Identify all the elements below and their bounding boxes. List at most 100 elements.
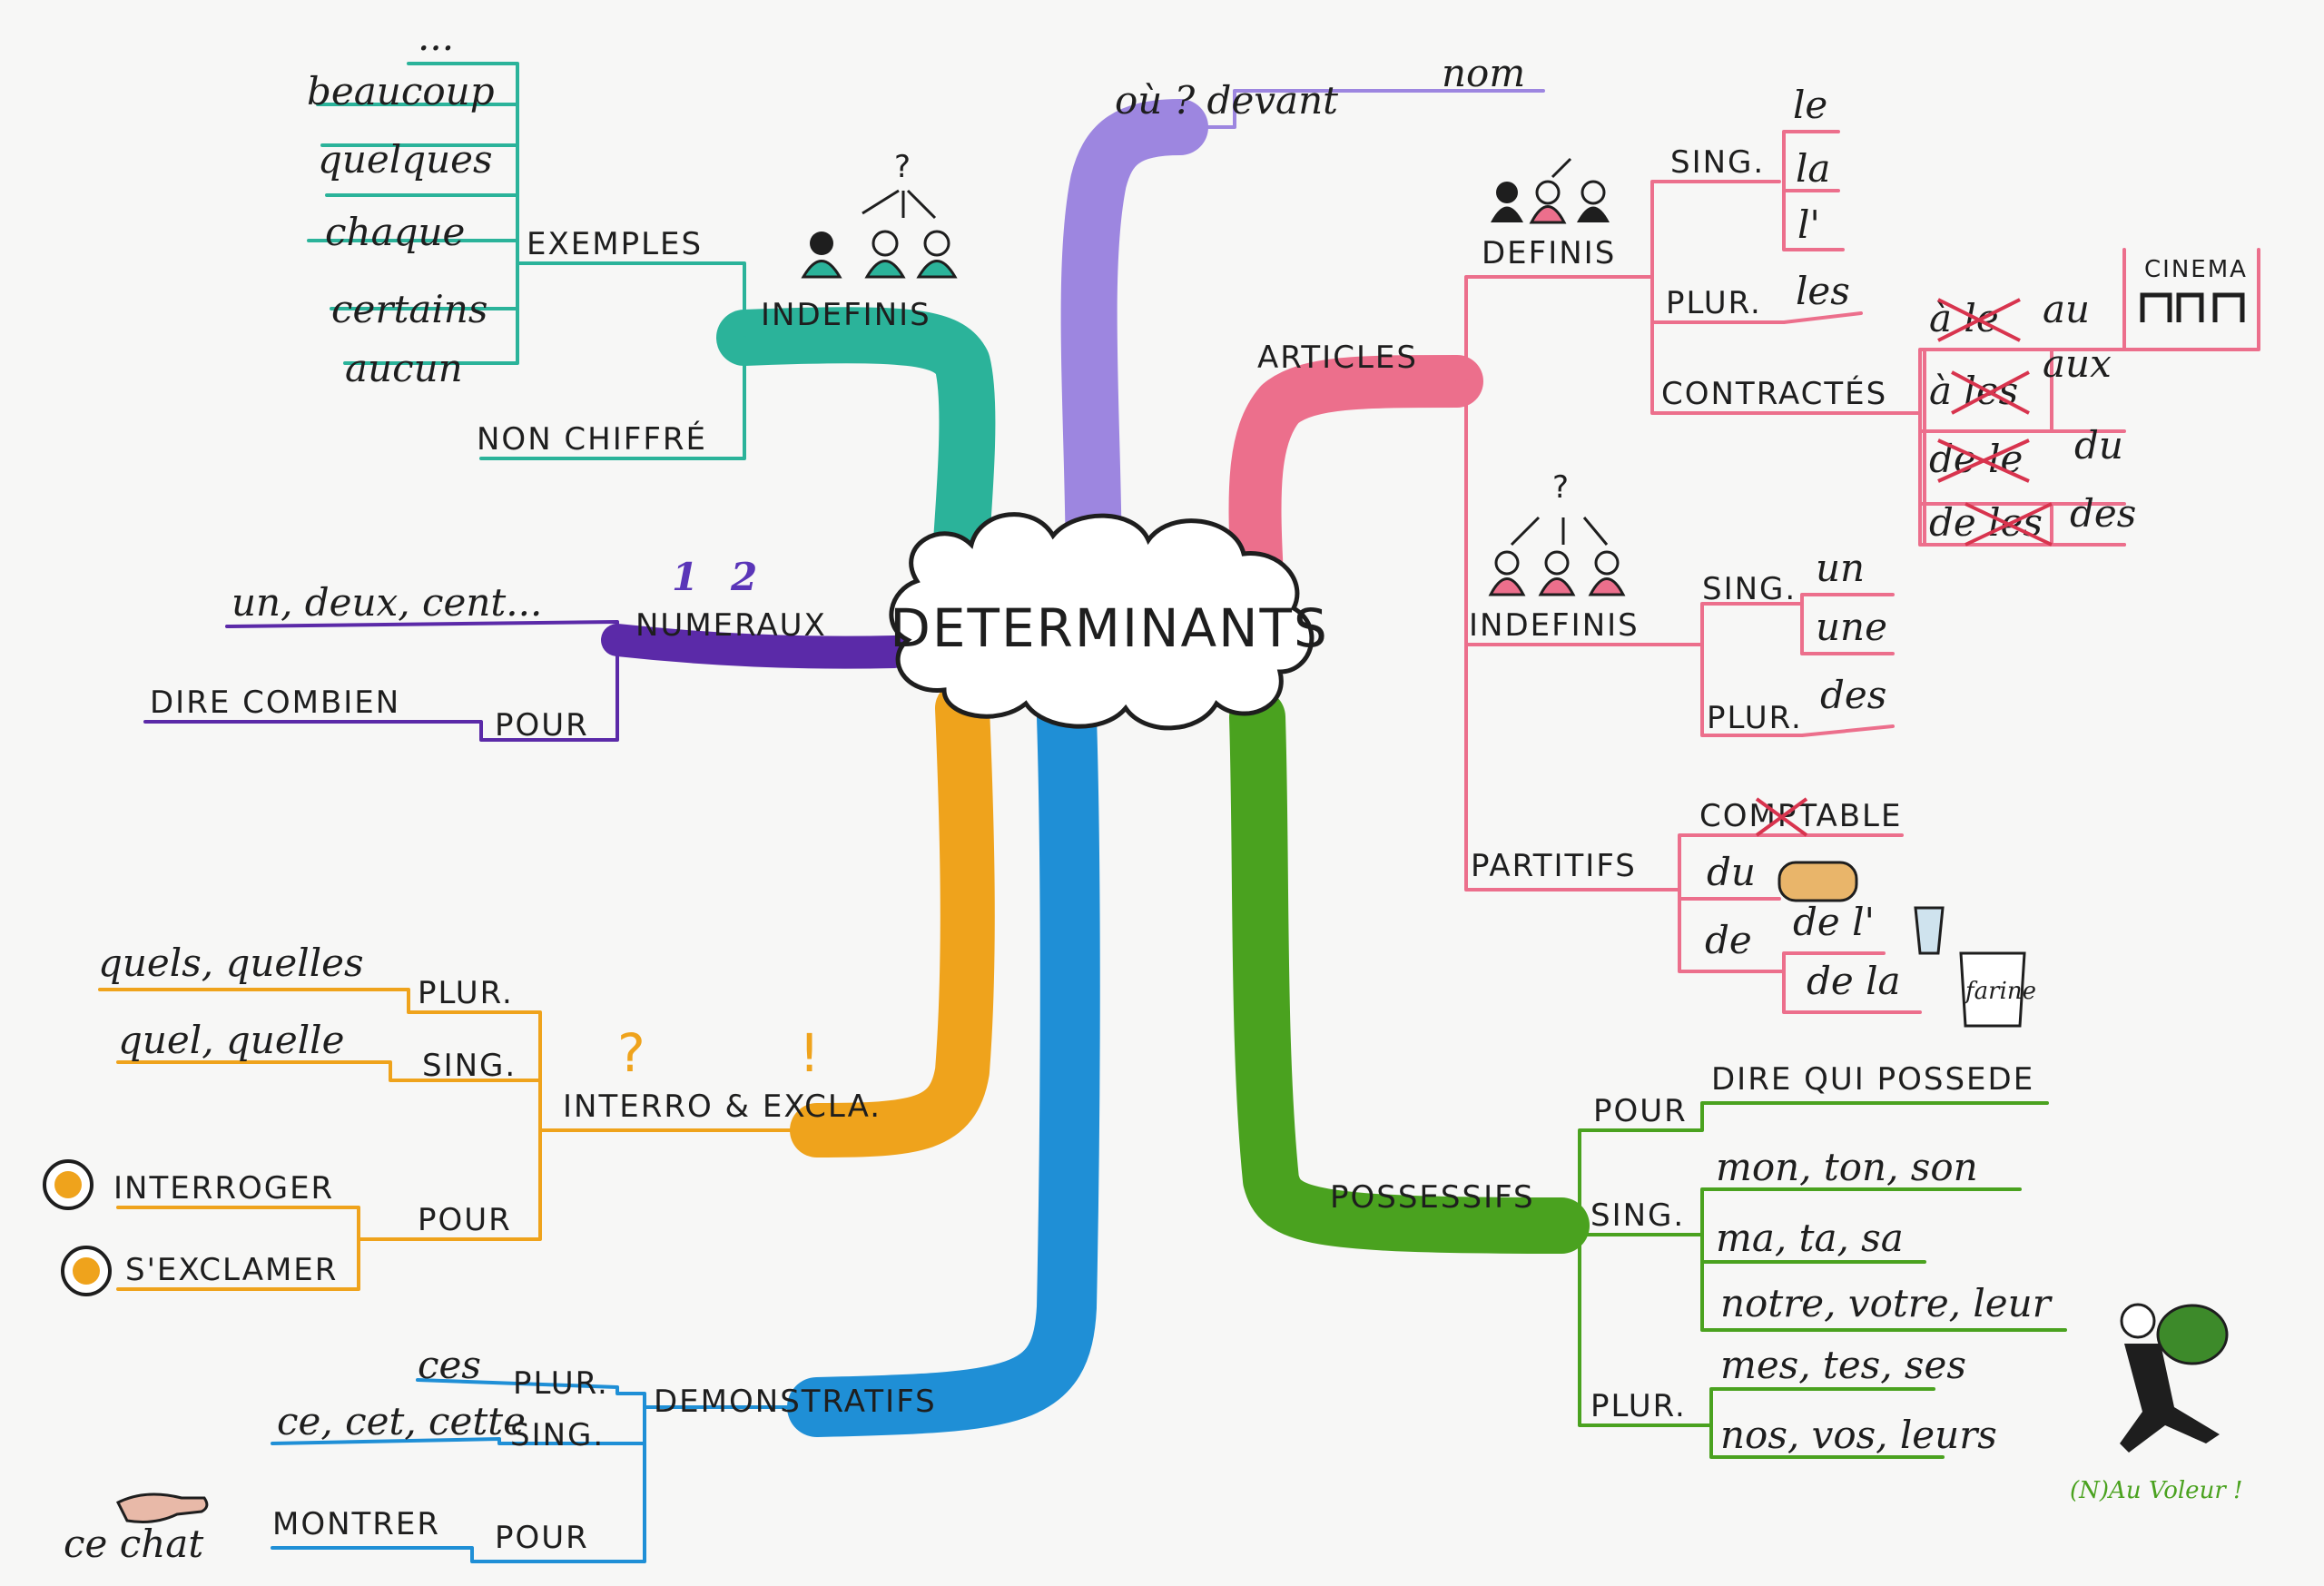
partitif-du: du	[1707, 850, 1756, 894]
numeraux-node: NUMERAUX 1 2 un, deux, cent... POUR DIRE…	[143, 555, 827, 744]
interro-pour-label: POUR	[418, 1202, 512, 1238]
exclamer-label: S'EXCLAMER	[125, 1252, 338, 1288]
indefinis-right-un: un	[1816, 546, 1865, 590]
demonstratifs-montrer: MONTRER	[272, 1506, 440, 1542]
indefinis-right-sing-label: SING.	[1702, 571, 1797, 607]
numeraux-pour-label: POUR	[495, 707, 589, 744]
numeraux-dire-combien: DIRE COMBIEN	[150, 685, 400, 721]
contracte-du: du	[2074, 423, 2123, 468]
interro-plur-value: quels, quelles	[98, 941, 364, 985]
branch-possessifs-green	[1229, 689, 1590, 1254]
numeraux-digit-2: 2	[730, 555, 757, 599]
partitif-de: de	[1705, 918, 1752, 962]
center-title: DETERMINANTS	[890, 597, 1329, 659]
indefinis-right-une: une	[1816, 605, 1887, 649]
definis-les: les	[1796, 269, 1850, 313]
possessifs-notre-votre-leur: notre, votre, leur	[1720, 1281, 2053, 1325]
definis-label: DEFINIS	[1482, 235, 1616, 271]
interro-q-symbol: ?	[617, 1022, 647, 1084]
non-chiffre-label: NON CHIFFRÉ	[477, 420, 707, 458]
definis-people-icon	[1491, 157, 1610, 224]
pointing-hand-icon	[115, 1492, 209, 1523]
thief-caption: (N)Au Voleur !	[2070, 1477, 2242, 1504]
top-label-ou-devant: où ? devant	[1115, 78, 1338, 123]
contracte-des: des	[2070, 491, 2136, 536]
demonstratifs-label: DEMONSTRATIFS	[654, 1384, 937, 1420]
possessifs-mes-tes-ses: mes, tes, ses	[1720, 1343, 1966, 1387]
cinema-label: CINEMA	[2144, 256, 2248, 283]
demonstratifs-pour-label: POUR	[495, 1520, 589, 1556]
flour-bag-label: farine	[1964, 978, 2036, 1005]
possessifs-mon-ton-son: mon, ton, son	[1716, 1145, 1978, 1189]
contractes-label: CONTRACTÉS	[1661, 375, 1887, 412]
branch-top-violet	[1060, 99, 1208, 609]
numeraux-label: NUMERAUX	[635, 607, 827, 644]
articles-node: ARTICLES DEFINIS ? SING. le la l' PLUR. …	[1257, 83, 2260, 1028]
possessifs-label: POSSESSIFS	[1330, 1179, 1535, 1216]
interro-e-symbol: !	[799, 1022, 822, 1084]
branch-numeraux-purple	[601, 624, 911, 669]
exemple-aucun: aucun	[345, 346, 463, 390]
demonstratifs-plur-label: PLUR.	[513, 1365, 609, 1402]
glass-icon	[1914, 906, 1945, 955]
possessifs-plur-label: PLUR.	[1590, 1388, 1687, 1424]
contracte-au: au	[2043, 287, 2090, 331]
partitifs-label: PARTITIFS	[1471, 848, 1637, 884]
indefinis-right-des: des	[1820, 673, 1886, 717]
speech-question-icon	[43, 1159, 94, 1210]
possessifs-node: POSSESSIFS POUR DIRE QUI POSSEDE SING. m…	[1330, 1061, 2242, 1504]
partitif-de-l: de l'	[1793, 900, 1875, 944]
people-question-icon: ?	[801, 149, 958, 279]
branch-demonstratifs-blue	[787, 687, 1100, 1437]
exemple-chaque: chaque	[325, 210, 465, 254]
thief-icon	[2120, 1303, 2229, 1453]
comptable-cross	[1755, 797, 1808, 837]
contracte-a-le: à le	[1929, 296, 1999, 340]
possessifs-pour-label: POUR	[1593, 1093, 1688, 1129]
possessifs-nos-vos-leurs: nos, vos, leurs	[1720, 1413, 1997, 1457]
cinema-icon: CINEMA	[2140, 256, 2248, 322]
exemple-certains: certains	[331, 287, 487, 331]
branch-articles-pink	[1228, 355, 1483, 603]
speech-exclamation-icon	[61, 1246, 112, 1296]
articles-label: ARTICLES	[1257, 340, 1418, 376]
possessifs-ma-ta-sa: ma, ta, sa	[1716, 1216, 1904, 1260]
numeraux-digit-1: 1	[672, 555, 698, 599]
interro-plur-label: PLUR.	[418, 975, 514, 1011]
demonstratifs-sing-label: SING.	[510, 1417, 605, 1453]
numeraux-examples: un, deux, cent...	[231, 580, 542, 625]
definis-le: le	[1793, 83, 1827, 127]
exemples-label: EXEMPLES	[527, 226, 703, 262]
interroger-label: INTERROGER	[113, 1170, 334, 1207]
indefinis-right-label: INDEFINIS	[1469, 607, 1640, 644]
top-node: où ? devant nom	[1115, 51, 1545, 129]
crossed-out-marks	[1937, 298, 2053, 547]
contracte-de-les: de les	[1929, 500, 2043, 545]
demonstratifs-sing-value: ce, cet, cette	[277, 1399, 526, 1443]
interro-node: INTERRO & EXCLA. ? ! PLUR. quels, quelle…	[43, 941, 880, 1296]
indefinis-right-plur-label: PLUR.	[1707, 700, 1803, 736]
contracte-a-les: à les	[1929, 369, 2018, 413]
contracte-aux: aux	[2043, 341, 2112, 386]
branch-interro-orange	[790, 681, 995, 1157]
possessifs-sing-label: SING.	[1590, 1197, 1685, 1234]
definis-la: la	[1796, 146, 1830, 191]
center-cloud: DETERMINANTS	[889, 512, 1329, 731]
people-question-mark: ?	[894, 149, 912, 185]
demonstratifs-node: DEMONSTRATIFS PLUR. ces SING. ce, cet, c…	[64, 1343, 937, 1566]
exemple-quelques: quelques	[318, 137, 493, 182]
branch-indefinis-teal	[716, 307, 996, 618]
partitif-de-la: de la	[1807, 959, 1901, 1003]
indefinis-left-node: INDEFINIS EXEMPLES ... beaucoup quelques…	[307, 15, 958, 460]
indefinis-right-people-icon: ?	[1488, 469, 1626, 596]
interro-sing-label: SING.	[422, 1048, 517, 1084]
definis-plur-label: PLUR.	[1666, 285, 1762, 321]
definis-l: l'	[1797, 202, 1820, 247]
possessifs-dire-qui-possede: DIRE QUI POSSEDE	[1711, 1061, 2034, 1098]
demonstratifs-example: ce chat	[64, 1522, 203, 1566]
indefinis-left-label: INDEFINIS	[761, 297, 931, 333]
bread-icon	[1777, 861, 1858, 902]
interro-sing-value: quel, quelle	[118, 1018, 344, 1062]
indefinis-right-question-mark: ?	[1552, 469, 1571, 506]
